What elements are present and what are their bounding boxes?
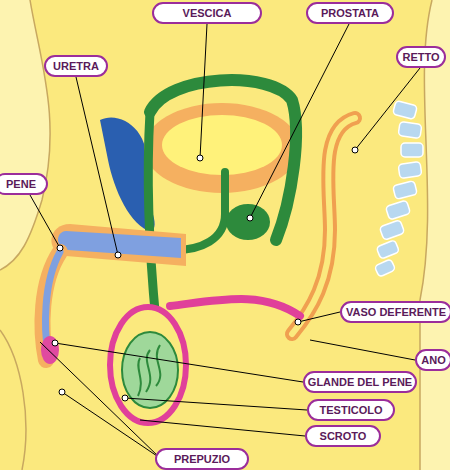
label-pill: RETTO [396,46,446,68]
leader-dot [115,252,121,258]
label-pill: SCROTO [305,425,381,447]
label-pill: PROSTATA [306,2,394,24]
label-pill: VESCICA [152,2,262,24]
penis-sheath [51,224,186,266]
leader-dot [352,147,358,153]
testicle [122,332,178,408]
leader-lines [30,24,420,458]
prostate-gland [226,204,270,240]
back-contour [420,0,432,470]
leader-dot [197,155,203,161]
label-pill: ANO [415,349,450,371]
part-label: VESCICA [183,7,232,19]
leader-dot [52,340,58,346]
label-pill: URETRA [44,55,108,77]
part-label: PENE [6,178,36,190]
body-contour [0,0,50,270]
leader-dot [247,215,253,221]
vertebra [393,100,418,119]
leader-line [250,24,349,218]
leader-line [310,340,415,360]
bladder-cavity [162,115,282,175]
leader-line [298,312,340,322]
glans [41,336,59,364]
vertebra [374,259,395,277]
part-label: URETRA [53,60,99,72]
leader-line [62,392,160,458]
label-pill: PENE [0,173,48,195]
penis-body [58,231,181,258]
part-label: ANO [421,354,445,366]
leader-dot [59,389,65,395]
leader-line [200,24,207,158]
label-pill: VASO DEFERENTE [340,301,450,323]
vertebra [385,200,410,220]
back-outside [420,0,450,470]
vertebra [401,143,423,157]
leader-line [355,68,420,150]
leader-line [125,398,307,410]
leader-dot [122,395,128,401]
part-label: RETTO [402,51,439,63]
label-pill: GLANDE DEL PENE [303,371,417,393]
leader-line [76,77,118,255]
label-pill: TESTICOLO [307,399,395,421]
leader-line [40,342,160,458]
magenta-duct [170,299,300,316]
spine [374,100,423,277]
scrotum [110,307,186,423]
label-pill: PREPUZIO [155,448,249,470]
vertebra [398,162,422,179]
leader-dot [295,319,301,325]
leader-dot [57,245,63,251]
leader-line [140,420,305,436]
part-label: TESTICOLO [320,404,383,416]
vertebra [393,181,418,200]
body-outside [0,0,50,270]
epididymis [138,345,160,396]
leader-dots [52,147,358,401]
vas-deferens [148,112,156,322]
vertebra [379,220,404,241]
leader-line [30,195,60,248]
vertebra [376,240,399,260]
part-label: GLANDE DEL PENE [308,376,412,388]
part-label: VASO DEFERENTE [346,306,446,318]
thigh-contour [0,330,26,470]
vertebra [398,122,422,139]
part-label: PREPUZIO [174,453,230,465]
leader-line [55,343,303,382]
part-label: PROSTATA [321,7,379,19]
part-label: SCROTO [320,430,367,442]
